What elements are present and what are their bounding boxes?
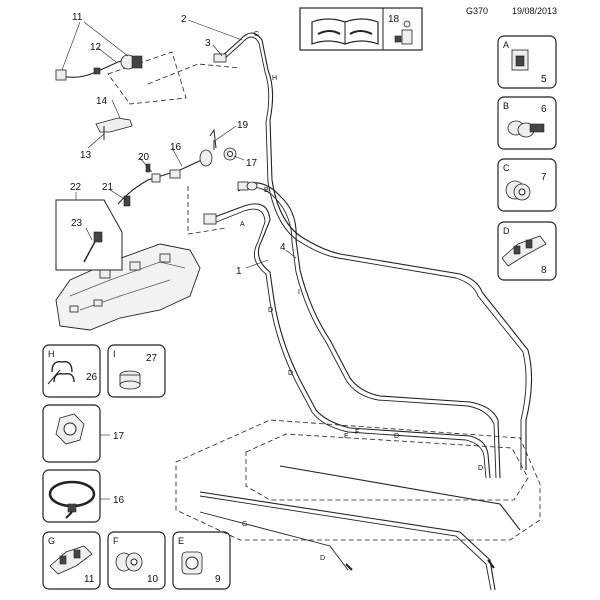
clip-f-icon bbox=[115, 552, 143, 572]
inset-letter-d: D bbox=[503, 226, 510, 236]
inset-box-g: G 11 bbox=[42, 531, 101, 590]
callout-15: 14 bbox=[96, 96, 108, 107]
marker-a: A bbox=[240, 221, 245, 228]
inset-box-h: H 26 bbox=[42, 344, 101, 398]
marker-g: G bbox=[242, 521, 247, 528]
callout-numbers: 11 12 14 13 2 3 19 16 20 17 21 22 23 1 4 bbox=[70, 12, 286, 277]
inset-letter-c: C bbox=[503, 163, 510, 173]
assembly-outlines bbox=[107, 51, 541, 541]
marker-b: B bbox=[264, 187, 269, 194]
callout-1: 1 bbox=[236, 266, 242, 277]
hex-nut-icon bbox=[55, 413, 85, 445]
inset-box-d: D 8 bbox=[497, 221, 557, 281]
callout-22: 20 bbox=[138, 152, 150, 163]
clip-c-icon bbox=[505, 180, 531, 201]
callout-4: 4 bbox=[280, 242, 286, 253]
callout-23: 21 bbox=[102, 182, 114, 193]
callout-10: 10 bbox=[147, 574, 159, 585]
inset-box-16: 16 bbox=[42, 469, 125, 523]
callout-19: 16 bbox=[170, 142, 182, 153]
callout-26: 26 bbox=[86, 372, 98, 383]
callout-18: 18 bbox=[388, 14, 400, 25]
inset-box-a: A 5 bbox=[497, 35, 557, 89]
callout-8: 8 bbox=[541, 265, 547, 276]
marker-d2: D bbox=[288, 370, 293, 377]
diagram-code: G370 bbox=[466, 6, 489, 16]
callout-14: 13 bbox=[80, 150, 92, 161]
vapour-line bbox=[117, 128, 237, 207]
inset-box-i: I 27 bbox=[107, 344, 166, 398]
inset-box-c: C 7 bbox=[497, 158, 557, 212]
callout-13: 12 bbox=[90, 42, 102, 53]
inset-box-b: B 6 bbox=[497, 96, 557, 150]
marker-c: C bbox=[254, 31, 259, 38]
callout-2: 2 bbox=[181, 14, 187, 25]
inset-box-e: E 9 bbox=[172, 531, 231, 590]
callout-27: 27 bbox=[146, 353, 158, 364]
inset-letter-e: E bbox=[178, 536, 184, 546]
fuel-pipes bbox=[199, 32, 533, 591]
clip-e-icon bbox=[181, 551, 203, 575]
callout-7: 7 bbox=[541, 172, 547, 183]
clip-b-icon bbox=[507, 120, 545, 138]
inset-letter-f: F bbox=[113, 536, 119, 546]
diagram-date: 19/08/2013 bbox=[512, 6, 558, 16]
inset-letter-a: A bbox=[503, 40, 509, 50]
book-icon bbox=[311, 18, 379, 45]
callout-11: 11 bbox=[84, 574, 95, 585]
marker-e: E bbox=[344, 433, 349, 440]
inset-letter-g: G bbox=[48, 536, 55, 546]
inset-letter-h: H bbox=[48, 349, 55, 359]
bracket-14-15 bbox=[95, 117, 133, 140]
callout-6: 6 bbox=[541, 104, 547, 115]
marker-i: I bbox=[298, 289, 300, 296]
callout-25x: 23 bbox=[71, 218, 83, 229]
callout-17: 17 bbox=[113, 431, 125, 442]
callout-5: 5 bbox=[541, 74, 547, 85]
marker-f: F bbox=[355, 429, 359, 436]
detail-bracket-24 bbox=[55, 199, 123, 271]
clip-g-icon bbox=[49, 545, 93, 575]
callout-24: 22 bbox=[70, 182, 82, 193]
fastener-kit-icon bbox=[394, 20, 413, 45]
clip-d-icon bbox=[501, 235, 547, 267]
marker-d4: D bbox=[478, 465, 483, 472]
leader-lines bbox=[61, 19, 297, 269]
pressure-sensor-assembly bbox=[55, 54, 143, 81]
inset-box-f: F 10 bbox=[107, 531, 166, 590]
clip-h-icon bbox=[47, 361, 75, 385]
clip-markers: C H A B D D I E F D D G D bbox=[240, 31, 483, 562]
injector-25x-icon bbox=[83, 231, 103, 263]
sleeve-i-icon bbox=[119, 370, 141, 390]
marker-d3: D bbox=[394, 433, 399, 440]
callout-3: 3 bbox=[205, 38, 211, 49]
cable-tie-icon bbox=[48, 480, 96, 519]
callout-9: 9 bbox=[215, 574, 221, 585]
callout-12: 11 bbox=[72, 12, 83, 23]
callout-20: 17 bbox=[246, 158, 258, 169]
callout-16: 16 bbox=[113, 495, 125, 506]
inset-letter-b: B bbox=[503, 101, 509, 111]
pipe-connectors bbox=[203, 53, 495, 571]
inset-letter-i: I bbox=[113, 349, 116, 359]
inset-box-17: 17 bbox=[42, 404, 125, 463]
callout-21: 19 bbox=[237, 120, 249, 131]
marker-d5: D bbox=[320, 555, 325, 562]
marker-h: H bbox=[272, 75, 277, 82]
manual-reference-box: 18 bbox=[299, 7, 423, 51]
marker-d1: D bbox=[268, 307, 273, 314]
clip-a-icon bbox=[511, 49, 529, 71]
